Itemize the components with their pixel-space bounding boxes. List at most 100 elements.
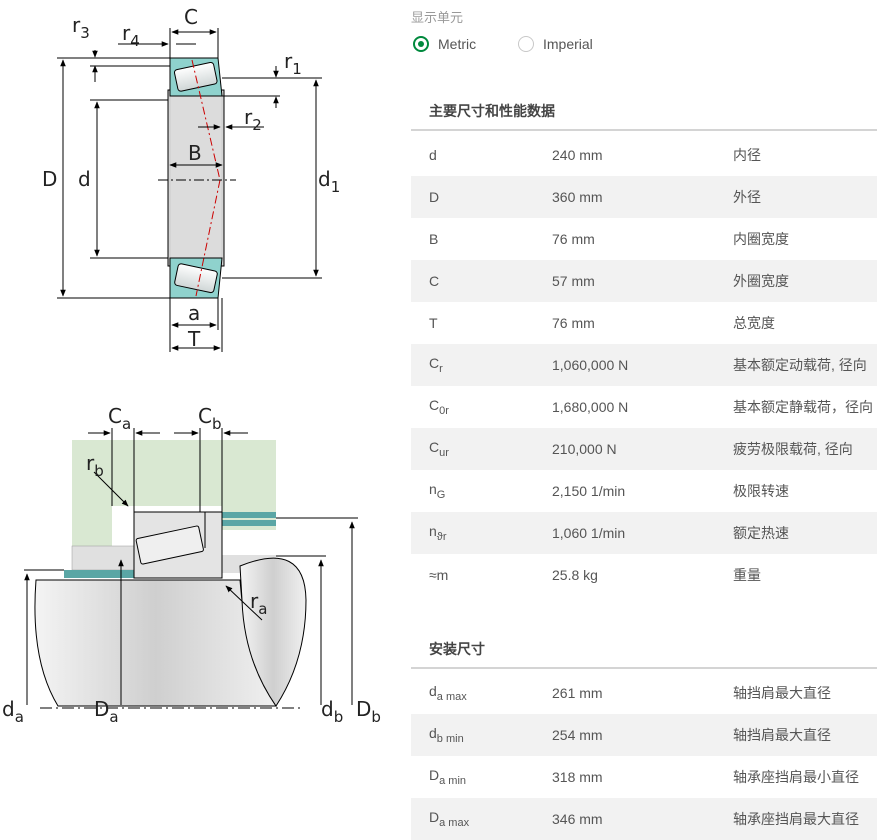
label-r1: r1 <box>284 49 302 78</box>
table-row: da max 261 mm 轴挡肩最大直径 <box>411 672 877 714</box>
label-T: T <box>187 327 201 351</box>
table-row: nϑr 1,060 1/min 额定热速 <box>411 512 877 554</box>
table-row: Cur 210,000 N 疲劳极限载荷, 径向 <box>411 428 877 470</box>
label-r4: r4 <box>122 21 140 50</box>
label-Cb: Cb <box>198 404 222 433</box>
spec-symbol-subscript: ϑr <box>436 531 447 543</box>
radio-selected-icon <box>413 36 429 52</box>
spec-description: 额定热速 <box>733 525 789 541</box>
spec-value: 261 mm <box>552 685 603 701</box>
label-d1: d1 <box>318 167 340 196</box>
table-row: ≈m 25.8 kg 重量 <box>411 554 877 596</box>
spec-symbol: nG <box>411 481 534 501</box>
spec-symbol-subscript: a max <box>439 817 470 829</box>
spec-value: 346 mm <box>552 811 603 827</box>
label-d: d <box>78 167 91 191</box>
spec-value: 57 mm <box>552 273 595 289</box>
spec-symbol: d <box>411 147 534 163</box>
spec-symbol: Da min <box>411 767 534 787</box>
mounting-dimensions <box>24 428 358 705</box>
spec-description: 重量 <box>733 567 761 583</box>
bearing-drawing: r3 r4 C r1 r2 D d B d1 a T <box>2 5 381 726</box>
label-D: D <box>42 167 57 191</box>
label-a: a <box>188 301 200 325</box>
spec-value: 1,680,000 N <box>552 399 629 415</box>
spec-value: 360 mm <box>552 189 603 205</box>
table-row: B 76 mm 内圈宽度 <box>411 218 877 260</box>
spec-symbol-main: d <box>429 147 437 163</box>
table-row: C 57 mm 外圈宽度 <box>411 260 877 302</box>
spec-description: 外圈宽度 <box>733 273 789 289</box>
spec-value: 25.8 kg <box>552 567 598 583</box>
radio-metric-label: Metric <box>438 36 477 52</box>
spec-symbol: D <box>411 189 534 205</box>
spec-symbol-main: n <box>429 481 437 497</box>
spec-description: 基本额定动载荷, 径向 <box>733 357 867 373</box>
label-Db: Db <box>356 697 381 726</box>
main-section-title: 主要尺寸和性能数据 <box>411 93 877 131</box>
bearing-section <box>158 57 236 299</box>
spec-value: 76 mm <box>552 315 595 331</box>
spec-value: 318 mm <box>552 769 603 785</box>
spec-symbol: C <box>411 273 534 289</box>
spec-value: 76 mm <box>552 231 595 247</box>
spec-value: 240 mm <box>552 147 603 163</box>
spec-symbol-main: d <box>429 683 437 699</box>
spec-symbol-main: T <box>429 315 438 331</box>
spec-description: 轴承座挡肩最大直径 <box>733 811 859 827</box>
spec-symbol-subscript: G <box>436 489 446 501</box>
spec-symbol-subscript: a min <box>439 775 467 787</box>
units-title: 显示单元 <box>411 10 464 25</box>
table-row: C0r 1,680,000 N 基本额定静载荷，径向 <box>411 386 877 428</box>
spec-description: 外径 <box>733 189 761 205</box>
spec-description: 轴承座挡肩最小直径 <box>733 769 859 785</box>
table-row: nG 2,150 1/min 极限转速 <box>411 470 877 512</box>
bearing-dimensions <box>57 28 322 352</box>
spec-symbol-main: n <box>429 523 437 539</box>
spec-value: 210,000 N <box>552 441 617 457</box>
label-db: db <box>321 697 343 726</box>
spec-description: 轴挡肩最大直径 <box>733 727 831 743</box>
spec-description: 基本额定静载荷，径向 <box>733 399 873 415</box>
spec-symbol: Cur <box>411 439 534 459</box>
spec-symbol-subscript: r <box>439 363 443 375</box>
table-row: Da min 318 mm 轴承座挡肩最小直径 <box>411 756 877 798</box>
label-Ca: Ca <box>108 404 131 433</box>
spec-symbol: C0r <box>411 397 534 417</box>
spec-symbol: ≈m <box>411 567 534 583</box>
spec-description: 内圈宽度 <box>733 231 789 247</box>
spec-symbol-main: D <box>429 189 440 205</box>
spec-symbol-main: D <box>429 767 440 783</box>
spec-description: 轴挡肩最大直径 <box>733 685 831 701</box>
spec-symbol: T <box>411 315 534 331</box>
table-row: db min 254 mm 轴挡肩最大直径 <box>411 714 877 756</box>
label-B: B <box>188 141 202 165</box>
spec-symbol-subscript: a max <box>436 691 467 703</box>
radio-imperial[interactable]: Imperial <box>518 36 593 52</box>
spec-symbol-subscript: b min <box>436 733 464 745</box>
spec-value: 254 mm <box>552 727 603 743</box>
mounting-section-title: 安装尺寸 <box>411 631 877 669</box>
spec-description: 极限转速 <box>733 483 789 499</box>
spec-symbol-main: D <box>429 809 440 825</box>
spec-value: 1,060 1/min <box>552 525 626 541</box>
spec-symbol-main: C <box>429 439 440 455</box>
radio-metric[interactable]: Metric <box>413 36 476 52</box>
label-r3: r3 <box>72 13 90 42</box>
label-da: da <box>2 697 24 726</box>
spec-value: 1,060,000 N <box>552 357 629 373</box>
spec-symbol: db min <box>411 725 534 745</box>
spec-symbol-main: d <box>429 725 437 741</box>
table-row: Da max 346 mm 轴承座挡肩最大直径 <box>411 798 877 840</box>
spec-symbol-subscript: 0r <box>439 405 449 417</box>
spec-value: 2,150 1/min <box>552 483 626 499</box>
label-r2: r2 <box>244 105 262 134</box>
spec-description: 疲劳极限载荷, 径向 <box>733 441 853 457</box>
spec-symbol: B <box>411 231 534 247</box>
spec-symbol-subscript: ur <box>439 447 449 459</box>
spec-symbol: Cr <box>411 355 534 375</box>
